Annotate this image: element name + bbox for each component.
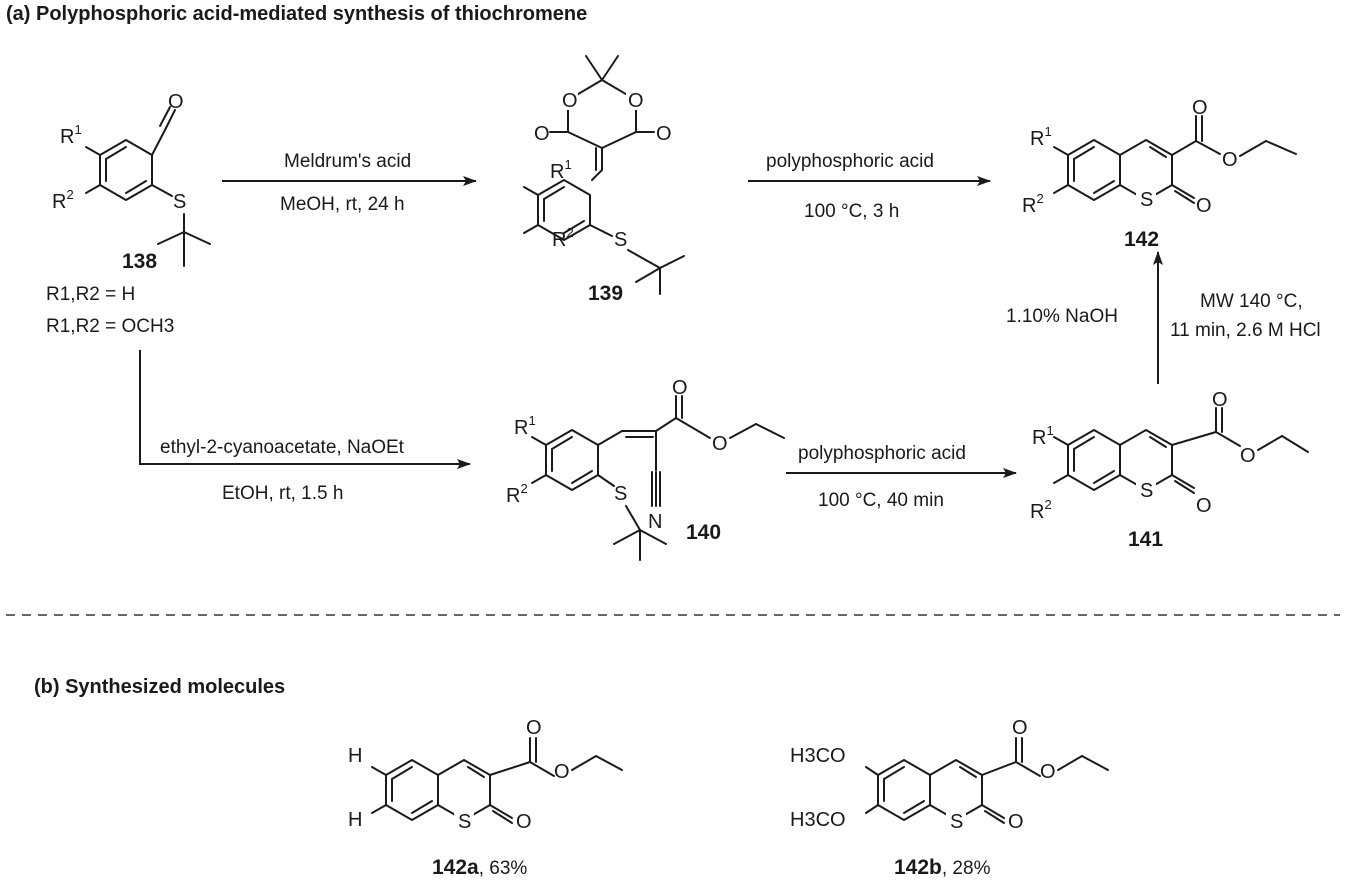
svg-text:O: O	[1192, 97, 1208, 119]
svg-text:R1: R1	[1032, 423, 1054, 449]
svg-text:R2: R2	[52, 187, 74, 213]
svg-text:O: O	[534, 123, 550, 145]
svg-text:S: S	[458, 811, 471, 833]
svg-text:O: O	[168, 91, 184, 113]
svg-text:R2: R2	[506, 481, 528, 507]
arrow-5-right-line-1: MW 140 °C,	[1200, 291, 1303, 312]
svg-text:O: O	[1012, 717, 1028, 739]
svg-text:O: O	[1040, 761, 1056, 783]
compound-139-label: 139	[588, 282, 623, 305]
svg-text:S: S	[1140, 480, 1153, 502]
svg-text:H: H	[348, 809, 362, 831]
compound-140-label: 140	[686, 521, 721, 544]
arrow-2-reagent: polyphosphoric acid	[766, 151, 934, 172]
svg-text:O: O	[1196, 195, 1212, 217]
arrow-5-right-line-2: 11 min, 2.6 M HCl	[1170, 320, 1321, 341]
arrow-4-reagent: polyphosphoric acid	[798, 443, 966, 464]
svg-text:R2: R2	[1022, 191, 1044, 217]
svg-text:S: S	[173, 191, 186, 213]
compound-139-structure: O O O O S R1 R2	[523, 55, 685, 295]
compound-142a-label: 142a, 63%	[432, 856, 527, 879]
svg-text:S: S	[1140, 189, 1153, 211]
svg-text:O: O	[656, 123, 672, 145]
svg-text:O: O	[1196, 495, 1212, 517]
arrow-1-conditions: MeOH, rt, 24 h	[280, 194, 405, 215]
compound-140-structure: O O N S R1 R2	[506, 377, 785, 561]
arrow-4-conditions: 100 °C, 40 min	[818, 490, 944, 511]
svg-text:O: O	[712, 433, 728, 455]
substituent-case-1: R1,R2 = H	[46, 284, 135, 305]
svg-text:S: S	[614, 483, 627, 505]
svg-text:O: O	[628, 90, 644, 112]
svg-text:H: H	[348, 745, 362, 767]
compound-142-label: 142	[1124, 228, 1159, 251]
svg-text:S: S	[950, 811, 963, 833]
svg-text:R2: R2	[552, 225, 574, 251]
arrow-5-left-conditions: 1.10% NaOH	[1006, 306, 1118, 327]
compound-141-structure: S O O O R1 R2	[1030, 389, 1309, 523]
svg-text:R1: R1	[514, 413, 536, 439]
compound-142a-structure: S O O O H H	[348, 717, 623, 833]
svg-text:R1: R1	[60, 122, 82, 148]
svg-text:R2: R2	[1030, 497, 1052, 523]
svg-text:O: O	[1008, 811, 1024, 833]
branch-line-138	[139, 350, 471, 469]
substituent-case-2: R1,R2 = OCH3	[46, 316, 174, 337]
compound-141-label: 141	[1128, 528, 1163, 551]
svg-text:S: S	[614, 229, 627, 251]
arrow-3-reagent: ethyl-2-cyanoacetate, NaOEt	[160, 437, 405, 458]
compound-138-structure: O S R1 R2	[52, 91, 211, 267]
svg-text:O: O	[672, 377, 688, 399]
svg-text:H3CO: H3CO	[790, 745, 846, 767]
svg-text:O: O	[1222, 149, 1238, 171]
svg-text:O: O	[1240, 445, 1256, 467]
section-b-title: (b) Synthesized molecules	[34, 676, 285, 698]
svg-text:R1: R1	[550, 157, 572, 183]
svg-text:O: O	[526, 717, 542, 739]
svg-text:R1: R1	[1030, 124, 1052, 150]
compound-142b-structure: S O O O H3CO H3CO	[790, 717, 1109, 833]
arrow-1-reagent: Meldrum's acid	[284, 151, 411, 172]
compound-142b-label: 142b, 28%	[894, 856, 991, 879]
section-a-title: (a) Polyphosphoric acid-mediated synthes…	[6, 3, 587, 25]
arrow-3-conditions: EtOH, rt, 1.5 h	[222, 483, 343, 504]
compound-142-structure: S O O O R1 R2	[1022, 97, 1297, 217]
svg-text:O: O	[516, 811, 532, 833]
svg-text:O: O	[562, 90, 578, 112]
compound-138-label: 138	[122, 250, 157, 273]
svg-text:O: O	[1212, 389, 1228, 411]
svg-text:H3CO: H3CO	[790, 809, 846, 831]
svg-text:N: N	[648, 511, 662, 533]
arrow-2-conditions: 100 °C, 3 h	[804, 201, 899, 222]
svg-text:O: O	[554, 761, 570, 783]
